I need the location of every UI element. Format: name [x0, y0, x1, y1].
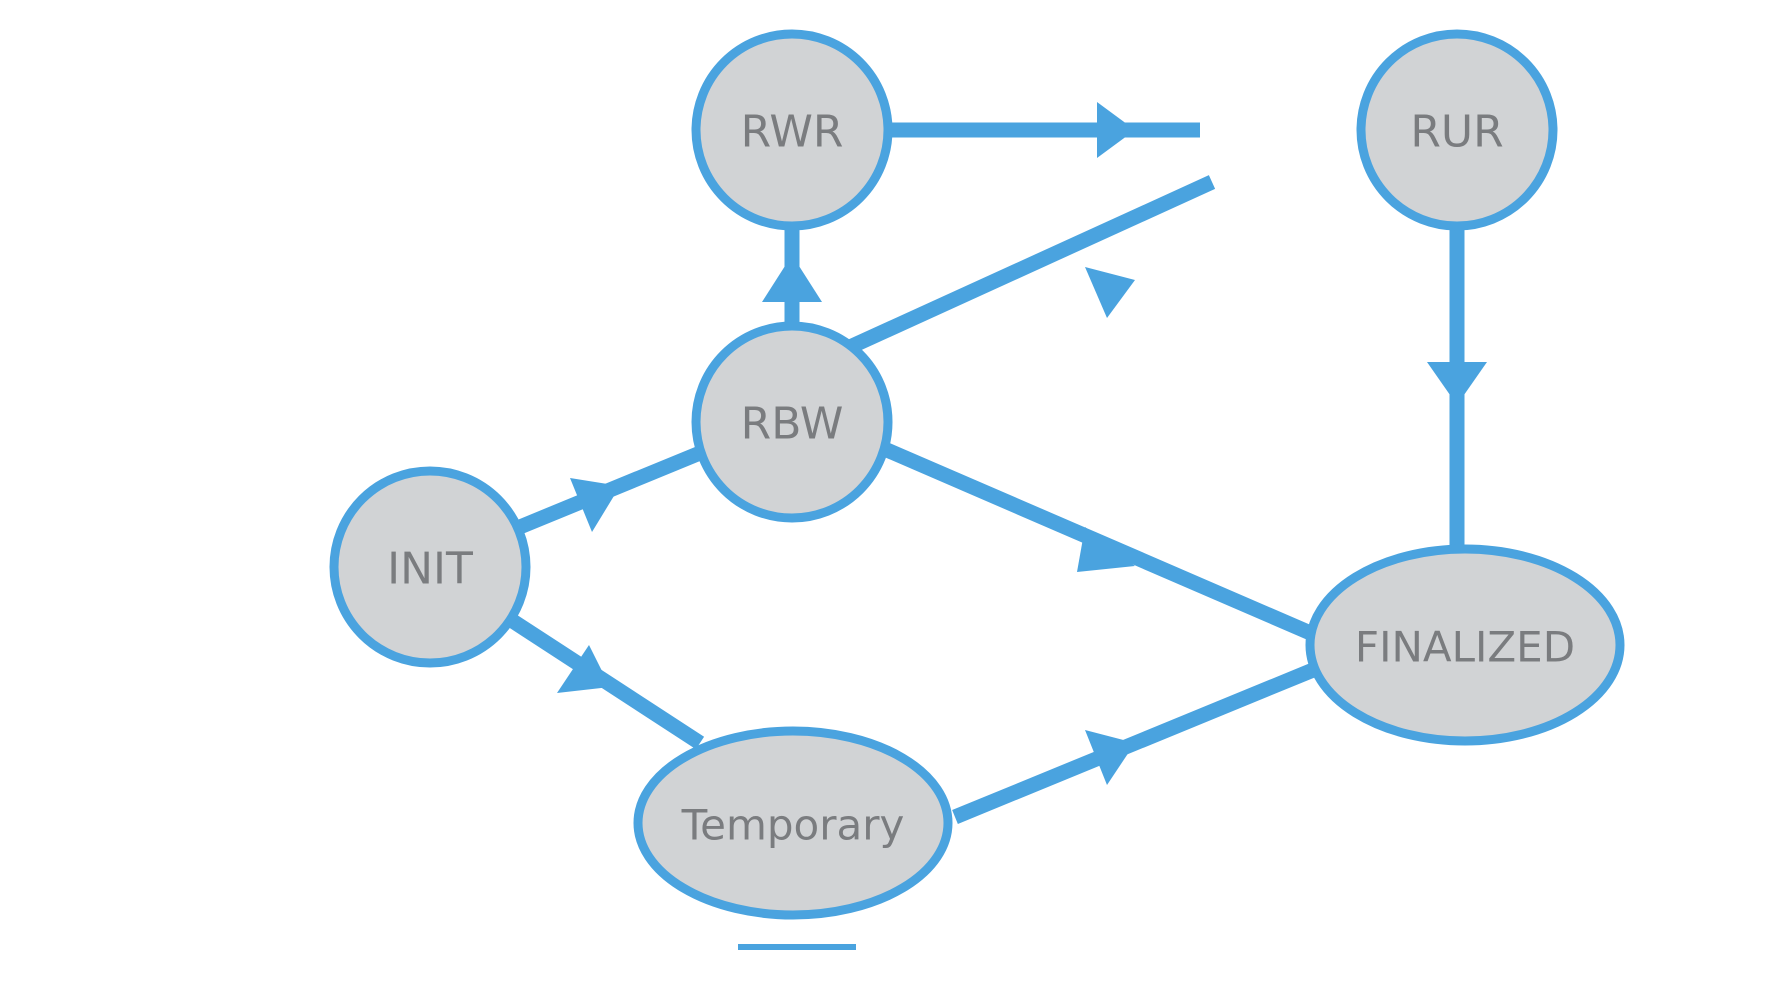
- arrowhead: [1085, 267, 1135, 318]
- arrowhead: [570, 478, 620, 532]
- arrowhead: [557, 645, 610, 693]
- node-rbw: RBW: [691, 321, 893, 523]
- node-label-rbw: RBW: [741, 399, 844, 450]
- node-rur: RUR: [1356, 29, 1558, 231]
- node-finalized: FINALIZED: [1305, 544, 1625, 746]
- node-label-init: INIT: [387, 544, 473, 595]
- edge-rur-to-finalized: [1427, 222, 1487, 548]
- arrowhead: [1427, 362, 1487, 405]
- node-label-rwr: RWR: [741, 107, 844, 158]
- arrowhead: [762, 255, 822, 302]
- arrowhead: [1097, 102, 1135, 158]
- node-rwr: RWR: [691, 29, 893, 231]
- edge-rbw-to-finalized: [877, 440, 1318, 642]
- edge-init-to-temporary: [500, 609, 705, 750]
- node-label-temporary: Temporary: [681, 801, 905, 850]
- edge-init-to-rbw: [512, 446, 703, 536]
- node-init: INIT: [329, 466, 531, 668]
- node-label-finalized: FINALIZED: [1355, 623, 1575, 672]
- arrowhead: [1085, 730, 1135, 785]
- edge-rbw-to-rwr: [762, 225, 822, 325]
- arrowhead: [1077, 527, 1135, 572]
- node-temporary: Temporary: [633, 726, 953, 920]
- node-label-rur: RUR: [1410, 107, 1503, 158]
- edge-temporary-to-finalized: [952, 661, 1321, 824]
- bottom-bar-fragment: [738, 944, 856, 950]
